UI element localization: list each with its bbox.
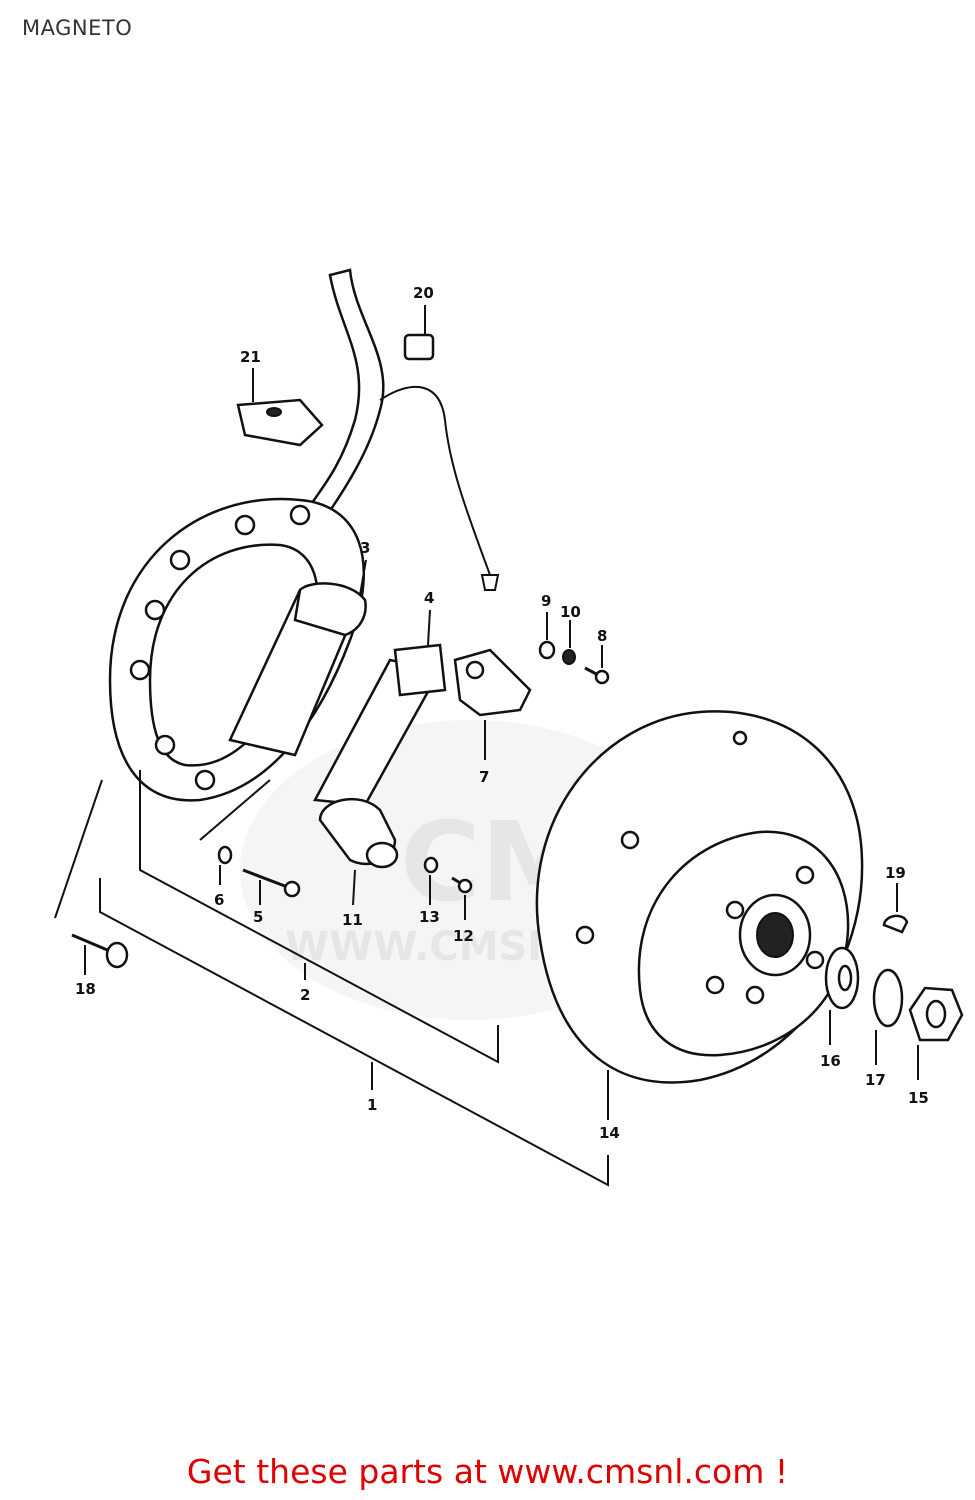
part-17-lock-washer xyxy=(872,968,904,1065)
part-10-washer xyxy=(562,620,576,665)
footer-link[interactable]: Get these parts at www.cmsnl.com ! xyxy=(0,1452,975,1491)
callout-1: 1 xyxy=(367,1096,377,1114)
magneto-diagram: CMS WWW.CMSNL.COM xyxy=(54,268,964,1187)
part-14-rotor xyxy=(535,710,864,1120)
callout-7: 7 xyxy=(479,768,489,786)
callout-3: 3 xyxy=(360,539,370,557)
page-title: MAGNETO xyxy=(22,16,133,40)
callout-6: 6 xyxy=(214,891,224,909)
part-5-screw xyxy=(242,868,301,905)
callout-12: 12 xyxy=(453,927,474,945)
part-20-grommet xyxy=(403,305,435,361)
part-13-washer xyxy=(423,856,439,905)
part-9-spring-washer xyxy=(538,612,556,660)
callout-16: 16 xyxy=(820,1052,841,1070)
callout-13: 13 xyxy=(419,908,440,926)
callout-15: 15 xyxy=(908,1089,929,1107)
part-8-screw xyxy=(584,645,610,685)
callout-5: 5 xyxy=(253,908,263,926)
part-19-key xyxy=(882,883,909,934)
callout-14: 14 xyxy=(599,1124,620,1142)
part-18-bolt xyxy=(71,933,129,975)
part-15-nut xyxy=(908,986,964,1080)
callout-4: 4 xyxy=(424,589,434,607)
part-16-washer xyxy=(824,946,860,1045)
callout-11: 11 xyxy=(342,911,363,929)
part-11-condenser xyxy=(318,797,399,906)
footer-link-text[interactable]: Get these parts at www.cmsnl.com ! xyxy=(186,1452,789,1491)
assembly-brackets xyxy=(54,770,609,1187)
callout-9: 9 xyxy=(541,592,551,610)
part-3-coil xyxy=(228,559,367,757)
callout-19: 19 xyxy=(885,864,906,882)
part-7-contact-breaker xyxy=(453,648,532,760)
callout-2: 2 xyxy=(300,986,310,1004)
callout-10: 10 xyxy=(560,603,581,621)
callout-20: 20 xyxy=(413,284,434,302)
part-21-grommet xyxy=(236,368,324,447)
callout-18: 18 xyxy=(75,980,96,998)
part-12-screw xyxy=(451,876,473,920)
callout-21: 21 xyxy=(240,348,261,366)
part-6-washer xyxy=(217,845,233,885)
callout-17: 17 xyxy=(865,1071,886,1089)
callout-8: 8 xyxy=(597,627,607,645)
